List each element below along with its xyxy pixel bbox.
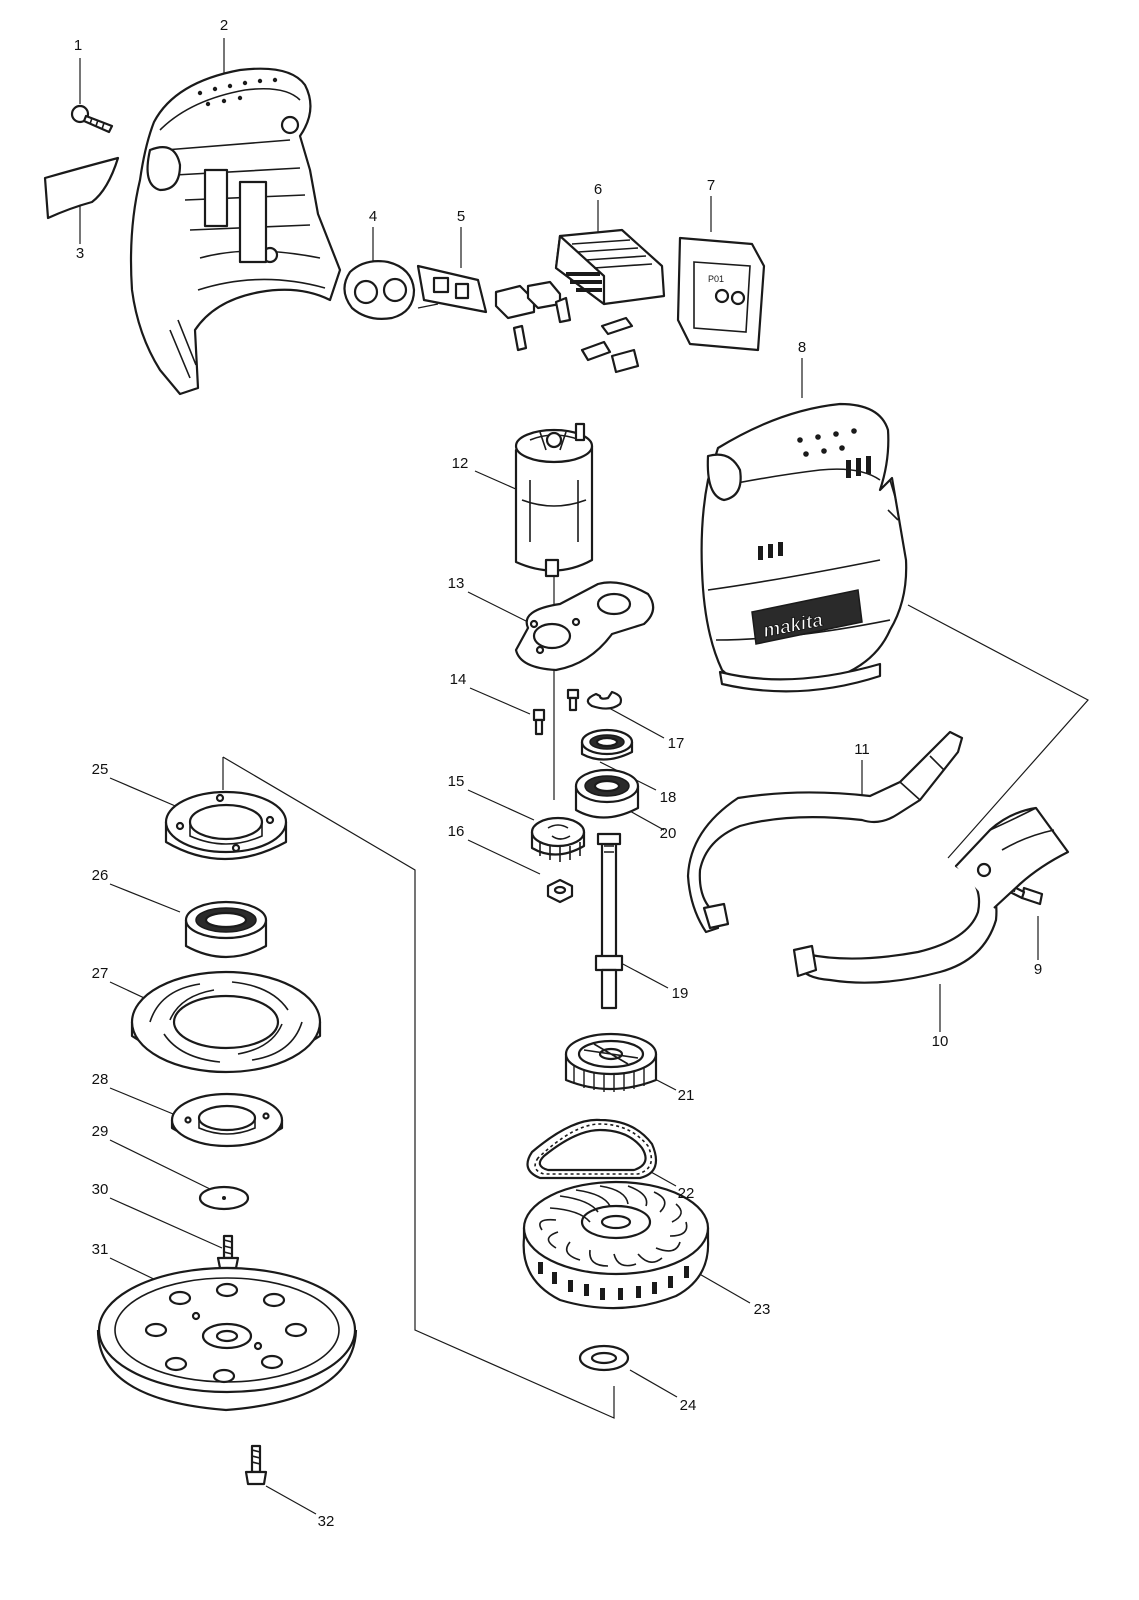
part-label-30: 30 bbox=[92, 1181, 109, 1198]
plate-27-icon bbox=[130, 970, 322, 1074]
part-label-31: 31 bbox=[92, 1241, 109, 1258]
seal-28-icon bbox=[170, 1092, 284, 1148]
part-label-26: 26 bbox=[92, 867, 109, 884]
part-label-23: 23 bbox=[754, 1301, 771, 1318]
ring-25-icon bbox=[164, 790, 288, 861]
part-label-17: 17 bbox=[668, 735, 685, 752]
part-label-10: 10 bbox=[932, 1033, 949, 1050]
part-label-3: 3 bbox=[76, 245, 84, 262]
part-label-14: 14 bbox=[450, 671, 467, 688]
bearing-20-icon bbox=[574, 768, 640, 819]
part-label-7: 7 bbox=[707, 177, 715, 194]
part-label-29: 29 bbox=[92, 1123, 109, 1140]
part-label-21: 21 bbox=[678, 1087, 695, 1104]
part-label-16: 16 bbox=[448, 823, 465, 840]
bearing-18-icon bbox=[580, 728, 634, 761]
retaining-ring-17-icon bbox=[586, 690, 623, 710]
part-number-labels: 1 2 3 4 5 6 7 8 9 10 11 12 13 14 15 16 1… bbox=[74, 17, 1042, 1530]
washer-29-icon bbox=[198, 1185, 250, 1211]
part-label-19: 19 bbox=[672, 985, 689, 1002]
washer-24-icon bbox=[578, 1344, 630, 1372]
part-label-11: 11 bbox=[854, 741, 870, 758]
part-label-15: 15 bbox=[448, 773, 465, 790]
bracket-13-icon bbox=[514, 581, 655, 672]
part-label-28: 28 bbox=[92, 1071, 109, 1088]
gasket-4-icon bbox=[343, 260, 416, 320]
switch-components-icon bbox=[494, 280, 640, 374]
part-label-5: 5 bbox=[457, 208, 465, 225]
pad-31-icon bbox=[96, 1266, 358, 1412]
gear-15-icon bbox=[530, 816, 586, 862]
nut-16-icon bbox=[546, 878, 574, 904]
part-label-32: 32 bbox=[318, 1513, 335, 1530]
part-label-6: 6 bbox=[594, 181, 602, 198]
part-label-25: 25 bbox=[92, 761, 109, 778]
housing-8-icon: makita bbox=[700, 402, 908, 693]
part-label-9: 9 bbox=[1034, 961, 1042, 978]
part-label-27: 27 bbox=[92, 965, 109, 982]
terminal-plate-text: P01 bbox=[708, 274, 724, 284]
belt-22-icon bbox=[526, 1118, 658, 1180]
part-label-20: 20 bbox=[660, 825, 677, 842]
part-label-22: 22 bbox=[678, 1185, 695, 1202]
fan-23-icon bbox=[522, 1180, 710, 1310]
terminal-7-icon: P01 bbox=[676, 236, 766, 352]
dust-nozzle-ring-10-icon bbox=[792, 806, 1070, 984]
part-label-1: 1 bbox=[74, 37, 82, 54]
part-label-4: 4 bbox=[369, 208, 377, 225]
leader-lines bbox=[79, 38, 1089, 1515]
bearing-26-icon bbox=[184, 900, 268, 959]
motor-12-icon bbox=[514, 422, 594, 578]
part-label-18: 18 bbox=[660, 789, 677, 806]
part-label-13: 13 bbox=[448, 575, 465, 592]
screw-30-icon bbox=[216, 1234, 240, 1270]
screw-14-icon bbox=[532, 708, 546, 736]
part-label-2: 2 bbox=[220, 17, 228, 34]
screw-1-icon bbox=[70, 104, 114, 134]
housing-half-2-icon bbox=[129, 67, 342, 396]
controller-6-icon bbox=[554, 228, 666, 306]
label-plate-3-icon bbox=[43, 156, 120, 220]
clamp-11-icon bbox=[686, 730, 964, 934]
part-label-24: 24 bbox=[680, 1397, 697, 1414]
pulley-21-icon bbox=[564, 1032, 658, 1092]
switch-plate-5-icon bbox=[416, 264, 488, 314]
screw-32-icon bbox=[244, 1444, 268, 1486]
part-label-8: 8 bbox=[798, 339, 806, 356]
part-label-12: 12 bbox=[452, 455, 469, 472]
spindle-19-icon bbox=[594, 832, 624, 1010]
screw-small-icon bbox=[566, 688, 580, 712]
